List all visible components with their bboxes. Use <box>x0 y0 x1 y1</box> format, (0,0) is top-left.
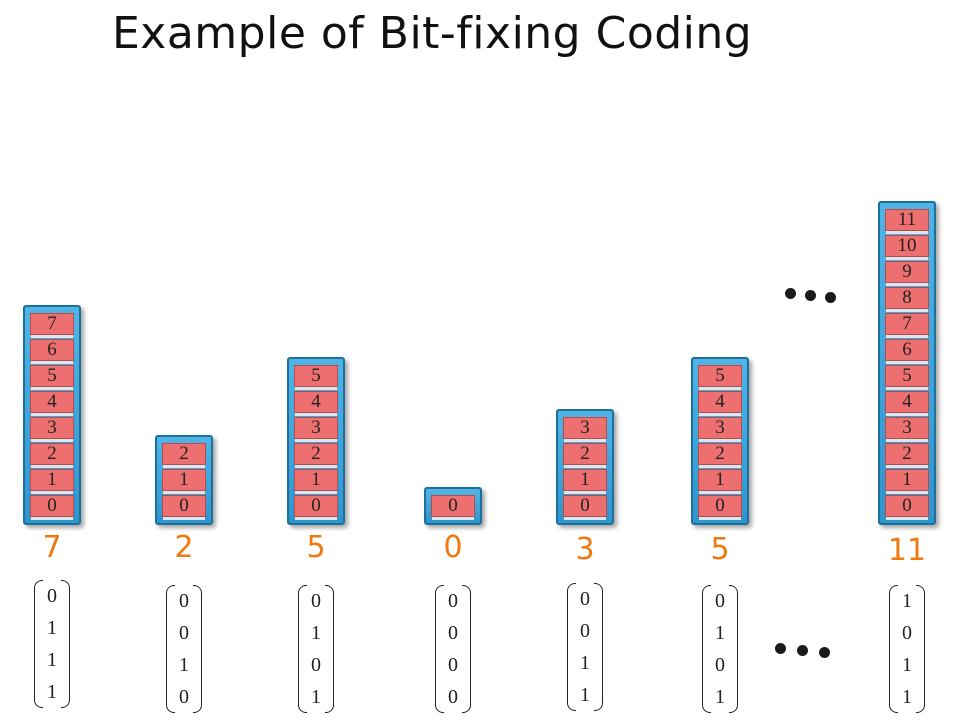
left-paren <box>889 585 898 713</box>
bit-slot: 2 <box>294 443 338 468</box>
left-paren <box>702 585 711 713</box>
stack-count: 11 <box>887 533 927 568</box>
vector-entry: 1 <box>311 686 321 708</box>
stack-count: 0 <box>443 530 463 565</box>
vector-entry: 1 <box>47 681 57 703</box>
bit-slot: 5 <box>885 365 929 390</box>
bit-stack: 0 <box>424 487 482 525</box>
bit-slot: 3 <box>698 417 742 442</box>
bit-slot: 0 <box>431 495 475 520</box>
vector-entry: 1 <box>47 617 57 639</box>
bit-slot: 1 <box>162 469 206 494</box>
bit-vector: 0 1 0 1 <box>702 585 738 713</box>
stack-count: 7 <box>42 530 62 565</box>
stack-count: 2 <box>174 530 194 565</box>
bit-slot: 7 <box>30 313 74 338</box>
bit-slot: 2 <box>162 443 206 468</box>
bit-slot: 3 <box>30 417 74 442</box>
stack-count: 5 <box>306 530 326 565</box>
vector-entry: 0 <box>580 588 590 610</box>
bit-vector: 0 0 1 0 <box>166 585 202 713</box>
vector-entry: 0 <box>448 654 458 676</box>
vector-entry: 0 <box>179 622 189 644</box>
vector-entry: 0 <box>311 654 321 676</box>
left-paren <box>567 583 576 711</box>
bit-slot: 7 <box>885 313 929 338</box>
bit-slot: 10 <box>885 235 929 260</box>
vector-entry: 1 <box>902 590 912 612</box>
bit-slot: 5 <box>294 365 338 390</box>
left-paren <box>435 585 444 713</box>
vector-entry: 0 <box>179 686 189 708</box>
vector-entry: 1 <box>47 649 57 671</box>
vector-entry: 1 <box>715 622 725 644</box>
bit-vector: 0 0 0 0 <box>435 585 471 713</box>
bit-slot: 0 <box>162 495 206 520</box>
bit-slot: 3 <box>885 417 929 442</box>
bit-slot: 1 <box>885 469 929 494</box>
bit-slot: 5 <box>30 365 74 390</box>
bit-slot: 6 <box>30 339 74 364</box>
vector-entry: 1 <box>179 654 189 676</box>
vector-entry: 1 <box>311 622 321 644</box>
bit-vector: 0 0 1 1 <box>567 583 603 711</box>
vector-entry: 1 <box>902 654 912 676</box>
bit-slot: 2 <box>30 443 74 468</box>
bit-slot: 1 <box>698 469 742 494</box>
bit-slot: 2 <box>698 443 742 468</box>
vector-entry: 1 <box>902 686 912 708</box>
bit-slot: 9 <box>885 261 929 286</box>
vector-entry: 1 <box>580 652 590 674</box>
bit-slot: 0 <box>885 495 929 520</box>
bit-slot: 2 <box>885 443 929 468</box>
vector-entry: 0 <box>47 585 57 607</box>
bit-slot: 11 <box>885 209 929 234</box>
vector-entry: 0 <box>715 654 725 676</box>
bit-slot: 4 <box>885 391 929 416</box>
bit-slot: 3 <box>294 417 338 442</box>
bit-slot: 0 <box>563 495 607 520</box>
vector-entry: 1 <box>580 684 590 706</box>
bit-slot: 4 <box>30 391 74 416</box>
bit-slot: 2 <box>563 443 607 468</box>
bit-slot: 0 <box>294 495 338 520</box>
bit-slot: 5 <box>698 365 742 390</box>
vector-entry: 0 <box>715 590 725 612</box>
vector-entry: 0 <box>311 590 321 612</box>
page-title: Example of Bit-fixing Coding <box>112 8 753 59</box>
vector-entry: 0 <box>448 686 458 708</box>
bit-vector: 0 1 0 1 <box>298 585 334 713</box>
left-paren <box>298 585 307 713</box>
vector-entry: 0 <box>448 590 458 612</box>
bit-slot: 0 <box>698 495 742 520</box>
bit-slot: 3 <box>563 417 607 442</box>
stack-count: 5 <box>710 532 730 567</box>
bit-slot: 4 <box>294 391 338 416</box>
bit-vector: 0 1 1 1 <box>34 580 70 708</box>
vector-entry: 0 <box>448 622 458 644</box>
bit-slot: 0 <box>30 495 74 520</box>
vector-entry: 0 <box>580 620 590 642</box>
vector-entry: 1 <box>715 686 725 708</box>
bit-slot: 1 <box>294 469 338 494</box>
vector-entry: 0 <box>179 590 189 612</box>
bit-slot: 1 <box>563 469 607 494</box>
left-paren <box>166 585 175 713</box>
bit-slot: 6 <box>885 339 929 364</box>
bit-slot: 1 <box>30 469 74 494</box>
bit-slot: 8 <box>885 287 929 312</box>
bit-vector: 1 0 1 1 <box>889 585 925 713</box>
left-paren <box>34 580 43 708</box>
stack-count: 3 <box>575 532 595 567</box>
bit-slot: 4 <box>698 391 742 416</box>
vector-entry: 0 <box>902 622 912 644</box>
